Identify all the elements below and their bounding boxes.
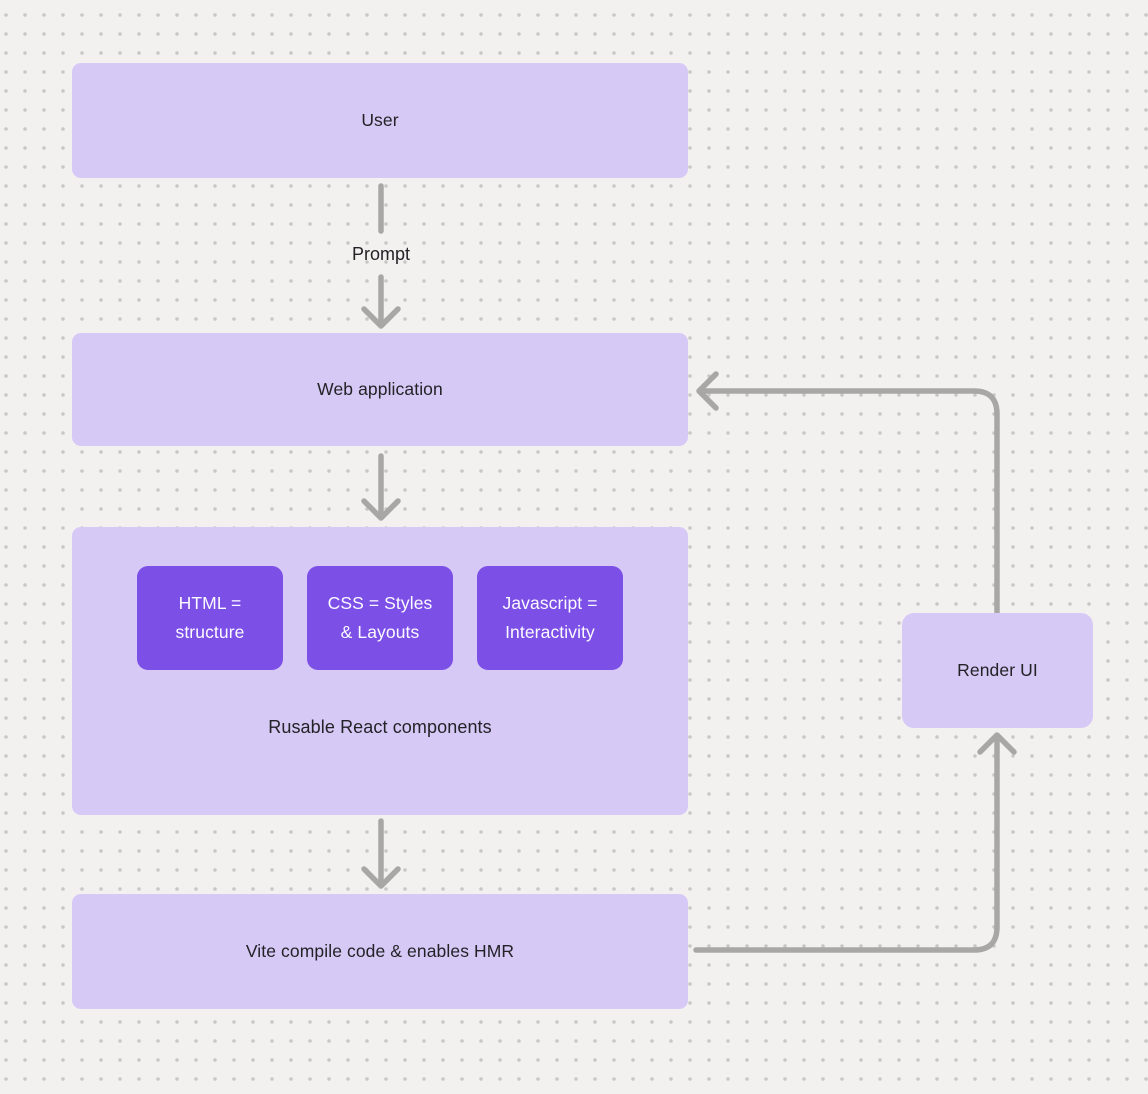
arrowhead-left-webapp <box>696 371 719 411</box>
node-web-application: Web application <box>72 333 688 446</box>
chip-html: HTML = structure <box>137 566 283 670</box>
components-group-caption: Rusable React components <box>268 717 492 737</box>
chip-javascript: Javascript = Interactivity <box>477 566 623 670</box>
edge-label-prompt: Prompt <box>351 244 411 264</box>
arrowhead-up-renderui <box>977 732 1017 755</box>
arrowhead-down-vite <box>361 866 401 889</box>
arrowhead-down-group <box>361 498 401 521</box>
node-user: User <box>72 63 688 178</box>
node-vite-label: Vite compile code & enables HMR <box>245 941 515 961</box>
node-render-ui: Render UI <box>902 613 1093 728</box>
chip-css: CSS = Styles & Layouts <box>307 566 453 670</box>
arrowhead-down-webapp <box>361 306 401 329</box>
edge-vite-renderui-line <box>693 735 1000 953</box>
node-web-application-label: Web application <box>317 379 443 399</box>
node-render-ui-label: Render UI <box>957 660 1038 680</box>
node-vite: Vite compile code & enables HMR <box>72 894 688 1009</box>
node-components-group: HTML = structure CSS = Styles & Layouts … <box>72 527 688 815</box>
chip-row: HTML = structure CSS = Styles & Layouts … <box>137 566 623 670</box>
node-user-label: User <box>361 110 399 130</box>
edge-renderui-webapp-line <box>699 388 1000 615</box>
